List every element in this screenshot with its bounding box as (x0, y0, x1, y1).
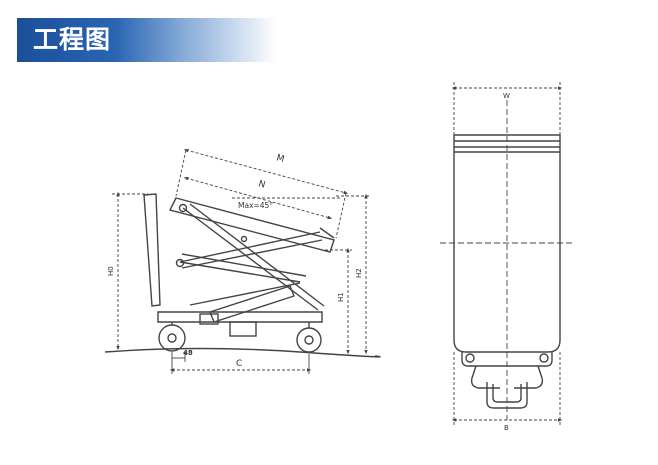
dim-m-ext-right (335, 192, 347, 239)
dim-m-line (183, 148, 349, 195)
header-title: 工程图 (33, 25, 112, 54)
label-h2: H2 (355, 268, 363, 278)
left-caster (465, 353, 475, 363)
label-h1: H1 (337, 292, 345, 302)
table-lip (319, 227, 335, 239)
scissor-arm-a2 (189, 203, 325, 307)
scissor-arm-b2 (181, 239, 323, 269)
front-wheel-hub (167, 333, 177, 343)
scissor-arm-c (181, 253, 307, 277)
scissor-arm-b (179, 231, 321, 263)
dim-m-ext-left (175, 149, 187, 197)
pivot-mid (175, 258, 185, 268)
side-dimensions (112, 148, 370, 374)
handle-left-arm (470, 365, 500, 389)
scissor-arm-c2 (179, 261, 301, 283)
header-banner (17, 18, 277, 62)
label-h0: H0 (107, 266, 115, 276)
front-dimensions (440, 82, 572, 426)
label-b: B (504, 424, 509, 432)
foot-pedal (199, 313, 219, 325)
label-w: W (503, 92, 510, 100)
front-wheel (158, 324, 186, 352)
label-m: M (275, 153, 285, 165)
rear-wheel (296, 327, 322, 353)
handle (143, 193, 161, 307)
label-n: N (257, 179, 266, 190)
base-frame (157, 311, 323, 323)
rear-wheel-hub (304, 335, 314, 345)
scissor-arm-d (189, 282, 301, 306)
label-angle: Max=45° (238, 201, 273, 210)
label-48: 48 (183, 349, 193, 357)
label-c: C (236, 359, 242, 369)
pump-body (229, 321, 257, 337)
platform-outline (453, 134, 561, 353)
handle-right-arm (514, 365, 544, 389)
scissor-arm-a (182, 207, 319, 311)
table-top (168, 197, 335, 253)
hydraulic-cylinder (209, 285, 295, 323)
side-view (104, 193, 381, 358)
pivot-center (240, 235, 248, 243)
ground-line (104, 347, 381, 358)
right-caster (539, 353, 549, 363)
